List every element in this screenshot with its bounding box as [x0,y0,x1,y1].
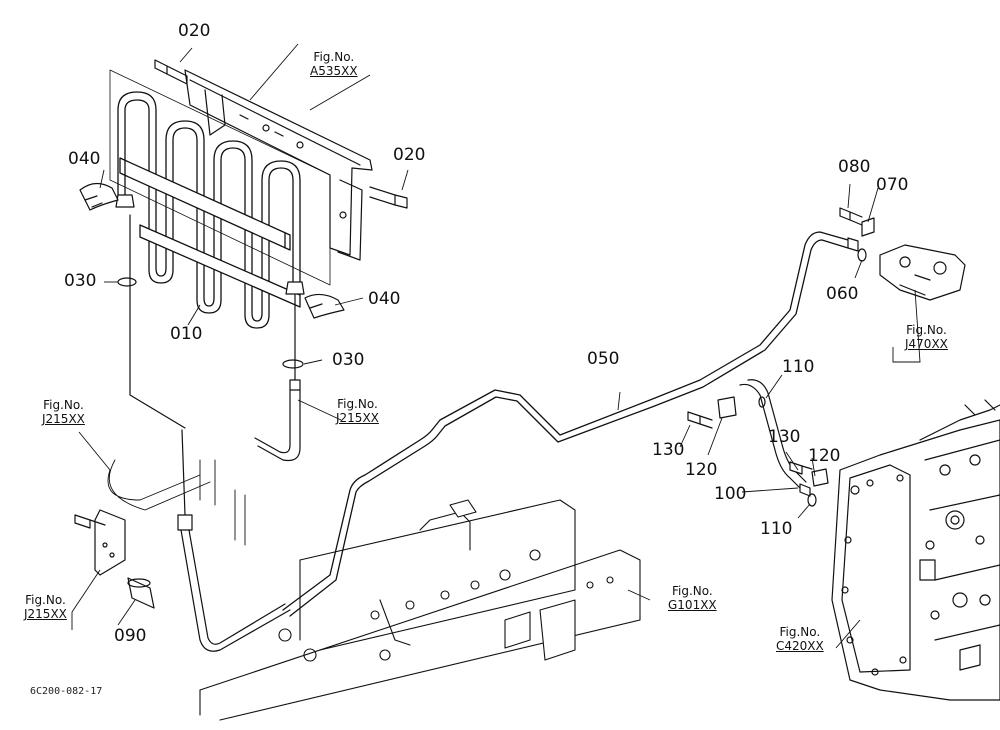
callout-040-right: 040 [368,289,401,309]
callout-130-left: 130 [652,440,685,460]
callout-110-lower: 110 [760,519,793,539]
callout-030-right: 030 [332,350,365,370]
callout-030-left: 030 [64,271,97,291]
callout-070: 070 [876,175,909,195]
oil-pipe-050 [282,231,849,617]
fig-ref-c420: Fig.No. C420XX [776,625,824,653]
callout-130-right: 130 [768,427,801,447]
fig-ref-number: J215XX [336,411,379,425]
fig-ref-number: J215XX [42,412,85,426]
fig-ref-j470: Fig.No. J470XX [905,323,948,351]
transmission-case [831,399,1000,701]
callout-120-left: 120 [685,460,718,480]
fig-ref-g101: Fig.No. G101XX [668,584,717,612]
callout-010: 010 [170,324,203,344]
fig-ref-j215-left: Fig.No. J215XX [42,398,85,426]
fig-ref-a535: Fig.No. A535XX [310,50,358,78]
fig-ref-number: J215XX [24,607,67,621]
hydraulic-valve [879,244,966,301]
fig-ref-j215-mid: Fig.No. J215XX [336,397,379,425]
callout-110-upper: 110 [782,357,815,377]
callout-020-upper: 020 [178,21,211,41]
fig-ref-number: A535XX [310,64,358,78]
bolt-020-upper [154,59,188,85]
callout-080: 080 [838,157,871,177]
fig-ref-number: G101XX [668,598,717,612]
callout-090: 090 [114,626,147,646]
callout-120-right: 120 [808,446,841,466]
tractor-frame [199,499,641,721]
oil-cooler [117,91,301,329]
callout-100: 100 [714,484,747,504]
bolt-020-right [369,186,408,209]
fig-ref-prefix: Fig.No. [337,397,378,411]
fig-ref-prefix: Fig.No. [906,323,947,337]
fig-ref-j215-bottom: Fig.No. J215XX [24,593,67,621]
fig-ref-prefix: Fig.No. [43,398,84,412]
fig-ref-number: J470XX [905,337,948,351]
fig-ref-number: C420XX [776,639,824,653]
callout-020-right: 020 [393,145,426,165]
callout-040-left: 040 [68,149,101,169]
fig-ref-prefix: Fig.No. [671,584,713,598]
fig-ref-prefix: Fig.No. [313,50,355,64]
fig-ref-prefix: Fig.No. [779,625,821,639]
fig-ref-prefix: Fig.No. [25,593,66,607]
callout-050: 050 [587,349,620,369]
drawing-id: 6C200-082-17 [30,686,103,697]
callout-060: 060 [826,284,859,304]
cooler-bracket [184,69,373,261]
